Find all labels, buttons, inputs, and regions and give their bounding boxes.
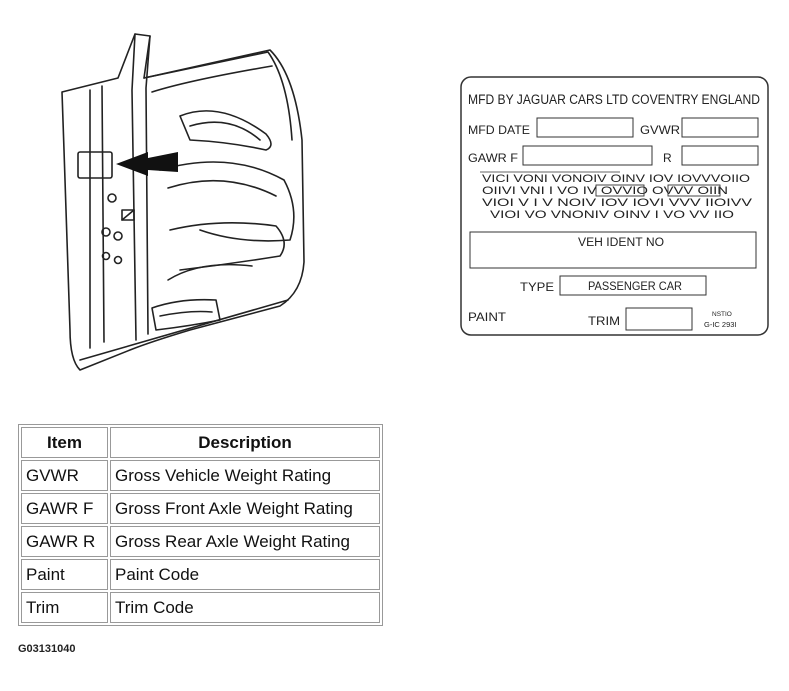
table-cell-description: Gross Front Axle Weight Rating bbox=[110, 493, 380, 524]
label-code-line: OIIVI VNI I VO IV OVVIO OVVV OIIN bbox=[482, 185, 728, 197]
veh-ident-field bbox=[469, 231, 757, 269]
table-row: GVWR Gross Vehicle Weight Rating bbox=[21, 460, 380, 491]
pointer-arrow bbox=[116, 152, 178, 176]
gawr-r-field bbox=[681, 145, 759, 166]
table-cell-description: Paint Code bbox=[110, 559, 380, 590]
table-row: GAWR F Gross Front Axle Weight Rating bbox=[21, 493, 380, 524]
table-cell-item: GVWR bbox=[21, 460, 108, 491]
label-code-line: VIOI V I V NOIV IOV IOVI VVV IIOIVV bbox=[482, 197, 753, 209]
table-cell-item: GAWR F bbox=[21, 493, 108, 524]
type-value: PASSENGER CAR bbox=[588, 281, 682, 293]
label-code-line: VICI VONI VONOIV OINV IOV IOVVVOIIO bbox=[482, 173, 751, 185]
table-cell-description: Gross Vehicle Weight Rating bbox=[110, 460, 380, 491]
certification-label: MFD BY JAGUAR CARS LTD COVENTRY ENGLAND … bbox=[460, 76, 769, 336]
table-cell-item: Paint bbox=[21, 559, 108, 590]
table-header-row: Item Description bbox=[21, 427, 380, 458]
type-label: TYPE bbox=[520, 280, 554, 294]
column-header-description: Description bbox=[110, 427, 380, 458]
paint-label: PAINT bbox=[468, 310, 507, 324]
mfd-date-label: MFD DATE bbox=[468, 123, 530, 137]
figure-id: G03131040 bbox=[18, 643, 76, 655]
trim-field bbox=[625, 307, 693, 331]
door-illustration bbox=[61, 33, 305, 371]
gawr-r-label: R bbox=[663, 151, 672, 165]
stamp-line-2: G-IC 293I bbox=[704, 320, 737, 329]
table-row: GAWR R Gross Rear Axle Weight Rating bbox=[21, 526, 380, 557]
label-header: MFD BY JAGUAR CARS LTD COVENTRY ENGLAND bbox=[468, 92, 760, 107]
stamp-line-1: NSTIO bbox=[712, 311, 732, 318]
legend-table: Item Description GVWR Gross Vehicle Weig… bbox=[18, 424, 383, 626]
table-cell-item: Trim bbox=[21, 592, 108, 623]
gawr-f-label: GAWR F bbox=[468, 151, 518, 165]
column-header-item: Item bbox=[21, 427, 108, 458]
trim-label: TRIM bbox=[588, 314, 620, 328]
table-row: Paint Paint Code bbox=[21, 559, 380, 590]
mfd-date-field bbox=[536, 117, 634, 138]
gawr-f-field bbox=[522, 145, 653, 166]
type-field bbox=[559, 275, 707, 296]
veh-ident-label: VEH IDENT NO bbox=[578, 237, 664, 249]
table-cell-description: Gross Rear Axle Weight Rating bbox=[110, 526, 380, 557]
table-cell-description: Trim Code bbox=[110, 592, 380, 623]
label-code-line: VIOI VO VNONIV OINV I VO VV IIO bbox=[490, 209, 735, 221]
table-cell-item: GAWR R bbox=[21, 526, 108, 557]
gvwr-label: GVWR bbox=[640, 123, 680, 137]
gvwr-field bbox=[681, 117, 759, 138]
table-row: Trim Trim Code bbox=[21, 592, 380, 623]
